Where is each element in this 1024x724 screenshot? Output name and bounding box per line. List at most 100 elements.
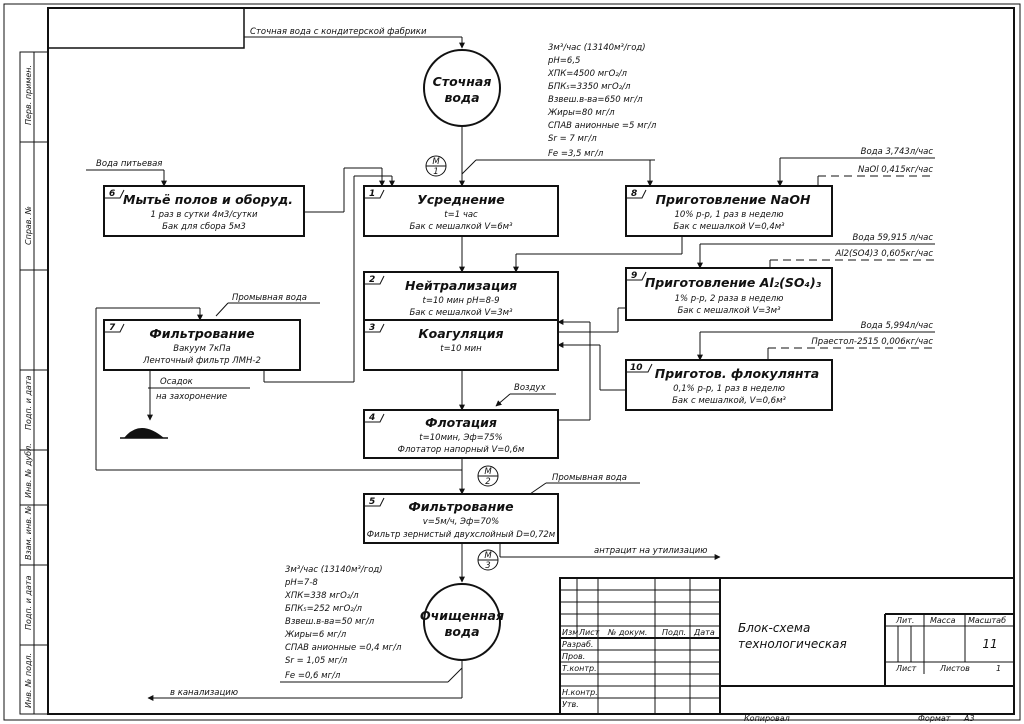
- svg-text:Бак с мешалкой V=6м³: Бак с мешалкой V=6м³: [409, 222, 513, 232]
- tb-massa: Масса: [930, 616, 956, 625]
- process-box-4-title: Флотация: [425, 415, 497, 430]
- process-box-7-title: Фильтрование: [149, 326, 254, 341]
- tb-scale-value: 11: [982, 637, 997, 651]
- svg-text:Взвеш.в-ва=650 мг/л: Взвеш.в-ва=650 мг/л: [548, 95, 643, 105]
- process-box-2-title: Нейтрализация: [405, 278, 517, 293]
- node-ochishchennaya-voda-line2: вода: [444, 624, 479, 639]
- tb-kopiroval: Копировал: [744, 714, 790, 723]
- side-stamp-6: Подп. и дата: [24, 575, 33, 630]
- svg-text:10% р-р, 1 раз в неделю: 10% р-р, 1 раз в неделю: [675, 210, 784, 220]
- marker-m1: М 1: [425, 155, 447, 177]
- svg-text:5: 5: [369, 497, 375, 507]
- node-ochishchennaya-voda-line1: Очищенная: [420, 608, 504, 623]
- landfill-label: на захоронение: [156, 392, 227, 402]
- tb-sheet-label: Лист: [895, 664, 917, 673]
- connectors: [86, 36, 935, 701]
- node-ochishchennaya-voda: [423, 583, 501, 661]
- side-stamp-2: Справ. №: [24, 206, 33, 245]
- tb-format: Формат: [918, 714, 951, 723]
- svg-text:СПАВ анионные =0,4 мг/л: СПАВ анионные =0,4 мг/л: [285, 643, 402, 653]
- tb-col-izm: Изм: [562, 628, 578, 637]
- tb-format-value: А3: [963, 714, 975, 723]
- svg-text:t=1 час: t=1 час: [444, 210, 478, 220]
- side-stamp-3: Подп. и дата: [24, 375, 33, 430]
- svg-text:3: 3: [485, 561, 490, 571]
- svg-text:pH=6,5: pH=6,5: [547, 56, 580, 66]
- svg-text:Фильтр зернистый двухслойный D: Фильтр зернистый двухслойный D=0,72м: [367, 530, 556, 540]
- tb-row-prov: Пров.: [562, 652, 585, 661]
- svg-text:4: 4: [368, 413, 375, 423]
- side-stamp-7: Инв. № подл.: [24, 653, 33, 708]
- naoh-reagent-label: NaOl 0,415кг/час: [858, 165, 933, 175]
- svg-text:Ленточный фильтр ЛМН-2: Ленточный фильтр ЛМН-2: [142, 356, 261, 366]
- svg-text:2: 2: [485, 477, 490, 487]
- svg-text:t=10мин, Эф=75%: t=10мин, Эф=75%: [419, 433, 502, 443]
- tb-row-utv: Утв.: [562, 700, 579, 709]
- tb-sheets-value: 1: [996, 664, 1001, 673]
- inflow-label: Сточная вода с кондитерской фабрики: [250, 27, 427, 37]
- side-stamp-4: Инв. № дубл.: [24, 443, 33, 498]
- svg-text:Sr = 7 мг/л: Sr = 7 мг/л: [548, 134, 597, 144]
- tb-doc-title-1: Блок-схема: [738, 621, 810, 635]
- svg-text:Бак с мешалкой V=0,4м³: Бак с мешалкой V=0,4м³: [673, 222, 785, 232]
- tb-row-nkontr: Н.контр.: [562, 688, 598, 697]
- tb-col-list: Лист: [578, 628, 600, 637]
- process-box-2: 2 Нейтрализация t=10 мин pH=8-9 Бак с ме…: [363, 271, 559, 321]
- svg-text:Fe =3,5 мг/л: Fe =3,5 мг/л: [548, 149, 604, 159]
- tb-row-tkontr: Т.контр.: [562, 664, 597, 673]
- al-reagent-label: Al2(SO4)3 0,605кг/час: [834, 249, 933, 259]
- svg-text:Sr = 1,05 мг/л: Sr = 1,05 мг/л: [285, 656, 348, 666]
- process-box-3-title: Коагуляция: [418, 326, 503, 341]
- svg-text:3м³/час (13140м³/год): 3м³/час (13140м³/год): [285, 565, 383, 575]
- svg-text:t=10 мин pH=8-9: t=10 мин pH=8-9: [423, 296, 500, 306]
- svg-text:М: М: [484, 467, 492, 477]
- svg-text:М: М: [432, 157, 440, 167]
- process-box-5-title: Фильтрование: [408, 499, 513, 514]
- wash-water-5-label: Промывная вода: [552, 473, 627, 483]
- drinking-water-label: Вода питьевая: [96, 159, 162, 169]
- process-box-1: 1 Усреднение t=1 час Бак с мешалкой V=6м…: [363, 185, 559, 237]
- svg-text:БПК₅=3350 мгО₂/л: БПК₅=3350 мгО₂/л: [548, 82, 631, 92]
- process-box-5: 5 Фильтрование v=5м/ч, Эф=70% Фильтр зер…: [363, 493, 559, 544]
- svg-text:Бак с мешалкой V=3м³: Бак с мешалкой V=3м³: [409, 308, 513, 318]
- svg-text:М: М: [484, 551, 492, 561]
- svg-text:1: 1: [369, 189, 375, 199]
- process-box-3: 3 Коагуляция t=10 мин: [363, 319, 559, 371]
- svg-text:Взвеш.в-ва=50 мг/л: Взвеш.в-ва=50 мг/л: [285, 617, 375, 627]
- side-stamp-1: Перв. примен.: [24, 65, 33, 125]
- process-box-9-title: Приготовление Al₂(SO₄)₃: [645, 275, 822, 290]
- outer-frame: [3, 3, 1021, 721]
- tb-col-docnum: № докум.: [607, 628, 647, 637]
- sediment-pile-icon: [120, 428, 168, 439]
- svg-text:ХПК=338 мгО₂/л: ХПК=338 мгО₂/л: [284, 591, 359, 601]
- svg-text:Бак для сбора 5м3: Бак для сбора 5м3: [162, 222, 246, 232]
- top-stamp-box: [47, 7, 245, 49]
- process-box-10: 10 Приготов. флокулянта 0,1% р-р, 1 раз …: [625, 359, 833, 411]
- node-stochnaya-voda: [423, 49, 501, 127]
- svg-text:Бак с мешалкой V=3м³: Бак с мешалкой V=3м³: [677, 306, 781, 316]
- sewer-label: в канализацию: [170, 688, 238, 698]
- svg-text:8: 8: [631, 189, 637, 199]
- svg-text:Жиры=6 мг/л: Жиры=6 мг/л: [284, 630, 347, 640]
- inflow-params: 3м³/час (13140м³/год) pH=6,5 ХПК=4500 мг…: [547, 43, 657, 159]
- wash-water-7-label: Промывная вода: [232, 293, 307, 303]
- svg-text:1% р-р, 2 раза в неделю: 1% р-р, 2 раза в неделю: [675, 294, 784, 304]
- tb-col-podp: Подп.: [662, 628, 686, 637]
- svg-text:10: 10: [630, 363, 643, 373]
- process-box-6-title: Мытьё полов и оборуд.: [123, 192, 293, 207]
- tb-sheets-label: Листов: [939, 664, 970, 673]
- svg-text:СПАВ анионные =5 мг/л: СПАВ анионные =5 мг/л: [548, 121, 657, 131]
- floc-reagent-label: Праестол-2515 0,006кг/час: [811, 337, 933, 347]
- svg-text:Жиры=80 мг/л: Жиры=80 мг/л: [547, 108, 615, 118]
- svg-text:3: 3: [369, 323, 375, 333]
- svg-text:t=10 мин: t=10 мин: [440, 344, 482, 354]
- tb-doc-title-2: технологическая: [738, 637, 847, 651]
- outflow-params: 3м³/час (13140м³/год) pH=7-8 ХПК=338 мгО…: [284, 565, 402, 681]
- tb-col-data: Дата: [693, 628, 715, 637]
- process-box-4: 4 Флотация t=10мин, Эф=75% Флотатор напо…: [363, 409, 559, 459]
- svg-text:7: 7: [109, 323, 116, 333]
- svg-text:Флотатор напорный V=0,6м: Флотатор напорный V=0,6м: [398, 445, 525, 455]
- title-block: [559, 577, 1015, 715]
- process-box-10-title: Приготов. флокулянта: [655, 366, 819, 381]
